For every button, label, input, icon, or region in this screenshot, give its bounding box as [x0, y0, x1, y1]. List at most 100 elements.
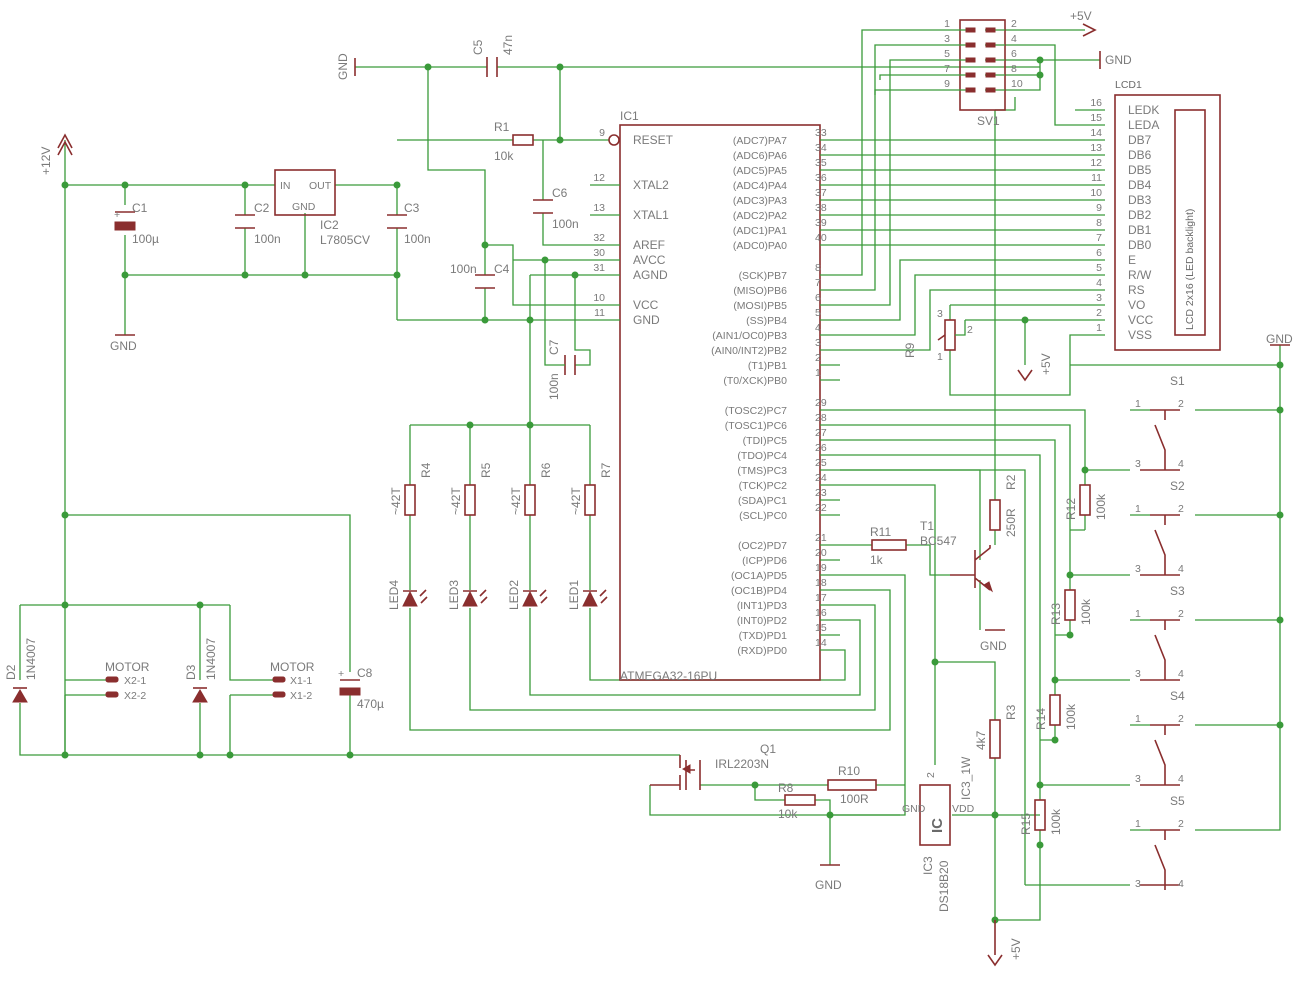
- ic1-pin-name: RESET: [633, 133, 674, 147]
- ic1-pin-number: 22: [815, 502, 827, 514]
- ic1-pin-name: XTAL2: [633, 178, 669, 192]
- svg-text:100n: 100n: [404, 232, 431, 246]
- svg-text:R11: R11: [870, 525, 891, 539]
- svg-text:1: 1: [1135, 713, 1141, 725]
- svg-text:2: 2: [1178, 503, 1184, 515]
- svg-text:1: 1: [1135, 398, 1141, 410]
- lcd-pin-name: E: [1128, 253, 1136, 267]
- svg-text:3: 3: [1135, 458, 1141, 470]
- ic1-pin-number: 6: [815, 292, 821, 304]
- svg-text:4k7: 4k7: [974, 730, 988, 750]
- svg-text:100k: 100k: [1094, 493, 1108, 520]
- lcd-pin-name: VO: [1128, 298, 1145, 312]
- ic1-pin-name: (OC2)PD7: [738, 540, 787, 552]
- resistors-r4-r7: ~42T R4 ~42T R5 ~42T R6 ~42T R7: [389, 462, 613, 516]
- sv1-pin-number: 5: [944, 48, 950, 60]
- led4: LED4: [387, 580, 428, 610]
- capacitor-c1: + C1 100µ: [114, 201, 159, 246]
- lcd-pin-name: VSS: [1128, 328, 1152, 342]
- svg-text:47n: 47n: [501, 35, 515, 55]
- ic1-pin-number: 4: [815, 322, 821, 334]
- lcd-pin-number: 14: [1090, 127, 1102, 139]
- svg-text:10k: 10k: [494, 149, 514, 163]
- ic1-pin-name: (T0/XCK)PB0: [723, 375, 787, 387]
- svg-text:R2: R2: [1004, 474, 1018, 490]
- potentiometer-r9: R9 3 2 1: [903, 308, 973, 363]
- svg-text:S4: S4: [1170, 689, 1185, 703]
- power-5v-top-symbol: +5V: [1070, 9, 1097, 37]
- svg-text:OUT: OUT: [309, 180, 332, 192]
- ic1-pin-name: (T1)PB1: [748, 360, 787, 372]
- svg-text:~42T: ~42T: [389, 487, 403, 515]
- svg-text:X2-2: X2-2: [124, 690, 146, 702]
- ic1-pin-number: 30: [593, 247, 605, 259]
- svg-text:~42T: ~42T: [449, 487, 463, 515]
- ic1-pin-number: 39: [815, 217, 827, 229]
- ic2-ref: IC2: [320, 218, 339, 232]
- ic1-pin-number: 7: [815, 277, 821, 289]
- ic1-pin-number: 12: [593, 172, 605, 184]
- lcd-pin-name: LEDA: [1128, 118, 1159, 132]
- lcd-pin-number: 5: [1096, 262, 1102, 274]
- sv1-pin-contact: [965, 72, 976, 78]
- ic1-pin-name: (AIN1/OC0)PB3: [712, 330, 787, 342]
- svg-text:100n: 100n: [547, 373, 561, 400]
- gnd-symbols: GND GND GND GND GND GND: [110, 51, 1293, 892]
- lcd-ref: LCD1: [1115, 79, 1142, 91]
- lcd-pin-number: 1: [1096, 322, 1102, 334]
- ic1-pin-number: 28: [815, 412, 827, 424]
- ic1-pin-name: (MISO)PB6: [733, 285, 787, 297]
- ic1-pin-name: AVCC: [633, 253, 666, 267]
- power-5v-top-label: +5V: [1070, 9, 1092, 23]
- ic1-pin-number: 31: [593, 262, 605, 274]
- ic1-pin-name: (TOSC2)PC7: [725, 405, 787, 417]
- svg-text:D3: D3: [184, 664, 198, 680]
- svg-text:R10: R10: [838, 764, 860, 778]
- sv1-pin-contact: [985, 72, 996, 78]
- svg-text:1: 1: [937, 351, 943, 363]
- svg-text:R9: R9: [903, 342, 917, 358]
- ic2-regulator: IN OUT GND IC2 L7805CV: [274, 169, 370, 247]
- resistor-r3: R3 4k7: [974, 704, 1018, 759]
- ic1-pin-name: GND: [633, 313, 660, 327]
- svg-text:4: 4: [1178, 563, 1184, 575]
- sv1-pin-number: 4: [1011, 33, 1017, 45]
- svg-text:~42T: ~42T: [569, 487, 583, 515]
- svg-text:R6: R6: [539, 462, 553, 478]
- svg-text:1: 1: [1135, 503, 1141, 515]
- svg-text:470µ: 470µ: [357, 697, 384, 711]
- ic1-pin-number: 1: [815, 367, 821, 379]
- svg-text:+: +: [114, 209, 120, 221]
- ic1-pin-number: 3: [815, 337, 821, 349]
- wires: [19, 29, 1281, 921]
- lcd-pin-name: DB3: [1128, 193, 1152, 207]
- svg-text:10k: 10k: [778, 807, 798, 821]
- svg-text:GND: GND: [336, 53, 350, 80]
- lcd-pin-number: 9: [1096, 202, 1102, 214]
- svg-text:1N4007: 1N4007: [204, 638, 218, 680]
- svg-text:R3: R3: [1004, 704, 1018, 720]
- power-5v-bottom-label: +5V: [1009, 938, 1023, 960]
- ic1-pin-number: 5: [815, 307, 821, 319]
- svg-text:VDD: VDD: [952, 803, 975, 815]
- svg-text:1: 1: [1135, 818, 1141, 830]
- ic1-pin-number: 19: [815, 562, 827, 574]
- ic1-pin-name: (INT0)PD2: [737, 615, 787, 627]
- leds: LED4 LED3 LED2 LED1: [387, 580, 608, 610]
- ic1-pin-name: (SS)PB4: [746, 315, 787, 327]
- svg-text:C2: C2: [254, 201, 270, 215]
- lcd-pin-number: 2: [1096, 307, 1102, 319]
- ic1-pin-number: 9: [599, 127, 605, 139]
- svg-text:100n: 100n: [450, 262, 477, 276]
- ic1-pin-number: 20: [815, 547, 827, 559]
- ic1-pin-name: (TMS)PC3: [737, 465, 787, 477]
- ic1-pin-name: (SCL)PC0: [739, 510, 787, 522]
- svg-text:2: 2: [1178, 818, 1184, 830]
- ic1-pin-name: (MOSI)PB5: [733, 300, 787, 312]
- ic1-pin-number: 24: [815, 472, 827, 484]
